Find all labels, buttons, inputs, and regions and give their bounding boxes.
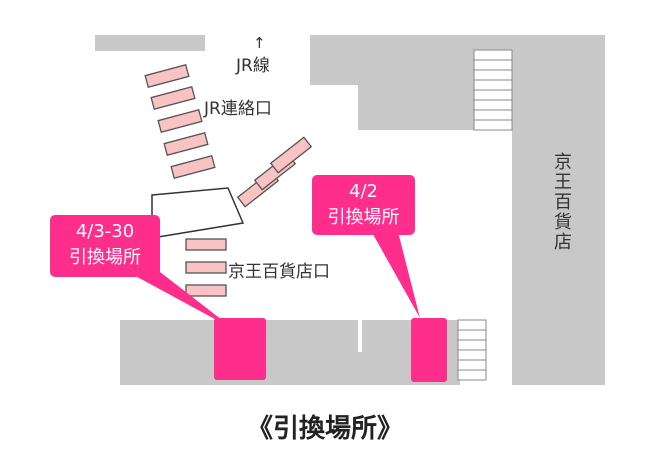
callout-left-box — [50, 215, 160, 277]
stairs-right-diagonal — [236, 136, 313, 208]
callout-left-dates: 4/3-30 — [75, 221, 135, 242]
callout-right-box — [312, 175, 415, 235]
top-left-building-block — [95, 35, 205, 51]
callout-right-dates: 4/2 — [349, 181, 378, 202]
stairs-keio-entrance — [185, 238, 227, 297]
callout-left-title: 引換場所 — [69, 247, 141, 268]
callout-right-pointer — [365, 220, 420, 318]
callout-right-text: 4/2 引換場所 — [312, 179, 415, 231]
jr-connection-label: JR連絡口 — [204, 99, 272, 119]
jr-line-label: JR線 — [236, 56, 270, 76]
keio-store-label: 京王百貨店 — [551, 152, 572, 252]
stairs-jr-connection — [144, 63, 216, 180]
jr-direction-arrow: ↑ — [253, 34, 266, 52]
pickup-location-right[interactable] — [411, 318, 447, 382]
callout-right-title: 引換場所 — [327, 207, 400, 228]
concourse-platform-outline — [151, 187, 245, 239]
pickup-location-left[interactable] — [214, 318, 266, 380]
top-right-building-block — [310, 35, 605, 385]
callout-left-text: 4/3-30 引換場所 — [50, 219, 160, 271]
map-caption: 《引換場所》 — [246, 414, 403, 444]
stairs-bottom-right — [457, 319, 487, 381]
stairs-top-right — [473, 49, 513, 131]
callout-left-pointer — [128, 272, 235, 330]
keio-store-entrance-label: 京王百貨店口 — [228, 262, 330, 282]
bottom-corridor-gap — [358, 320, 362, 352]
